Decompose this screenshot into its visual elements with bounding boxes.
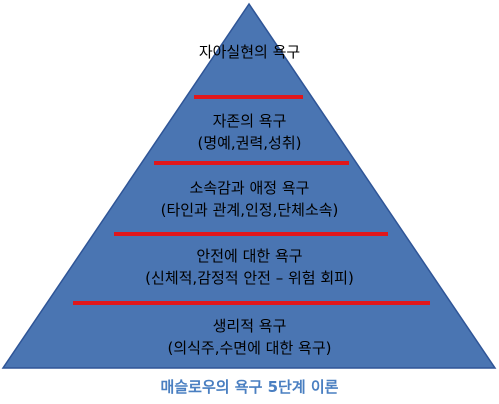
- pyramid-triangle: [1, 2, 497, 369]
- tier-esteem: 자존의 욕구 (명예,권력,성취): [0, 110, 499, 154]
- tier-detail: (신체적,감정적 안전 – 위험 회피): [145, 269, 354, 287]
- tier-belonging: 소속감과 애정 욕구 (타인과 관계,인정,단체소속): [0, 177, 499, 221]
- tier-physiological: 생리적 욕구 (의식주,수면에 대한 욕구): [0, 315, 499, 359]
- tier-title: 자아실현의 욕구: [198, 43, 301, 61]
- tier-title: 자존의 욕구: [212, 112, 287, 130]
- tier-safety: 안전에 대한 욕구 (신체적,감정적 안전 – 위험 회피): [0, 245, 499, 289]
- tier-title: 생리적 욕구: [212, 317, 287, 335]
- tier-self-actualization: 자아실현의 욕구: [0, 41, 499, 63]
- tier-detail: (명예,권력,성취): [197, 134, 302, 152]
- tier-title: 소속감과 애정 욕구: [189, 179, 310, 197]
- tier-detail: (의식주,수면에 대한 욕구): [167, 339, 332, 357]
- diagram-caption: 매슬로우의 욕구 5단계 이론: [160, 378, 339, 396]
- tier-detail: (타인과 관계,인정,단체소속): [160, 201, 339, 219]
- tier-title: 안전에 대한 욕구: [196, 247, 303, 265]
